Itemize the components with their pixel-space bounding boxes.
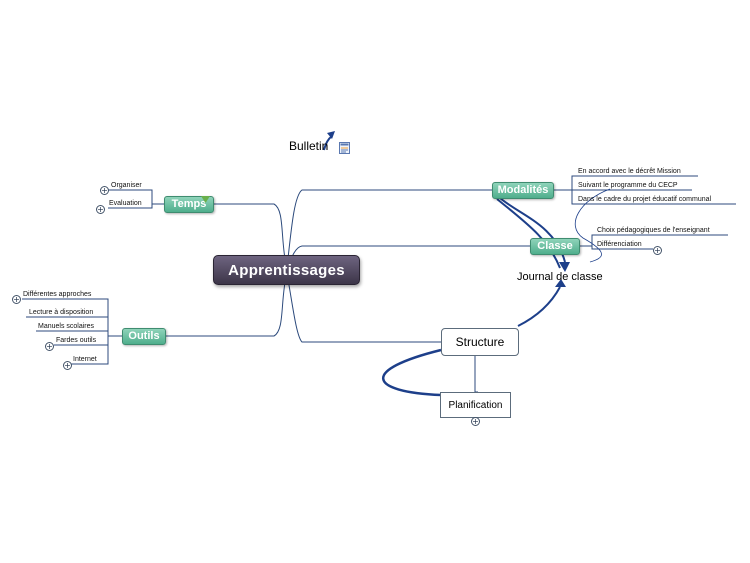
topic-modalites[interactable]: Modalités: [492, 182, 554, 199]
relation-structure-journal: [517, 286, 561, 327]
expand-icon[interactable]: +: [96, 205, 105, 214]
subtopic-choix-pedagogiques[interactable]: Choix pédagogiques de l'enseignant: [597, 227, 710, 234]
expand-icon[interactable]: +: [63, 361, 72, 370]
connector-modalites: [286, 189, 492, 269]
relation-structure-planification: [382, 348, 442, 397]
topic-structure[interactable]: Structure: [441, 328, 519, 356]
subtopic-manuels-scolaires[interactable]: Manuels scolaires: [38, 323, 95, 330]
floating-topic-journal[interactable]: Journal de classe: [517, 271, 603, 283]
subtopic-programme-cecp[interactable]: Suivant le programme du CECP: [578, 182, 678, 189]
subtopic-differentes-approches[interactable]: Différentes approches: [23, 291, 92, 298]
floating-topic-bulletin[interactable]: Bulletin: [289, 139, 329, 153]
subtopic-differenciation[interactable]: Différenciation: [597, 241, 642, 248]
arrowhead-journal-top: [559, 262, 570, 272]
expand-icon[interactable]: +: [12, 295, 21, 304]
central-topic[interactable]: Apprentissages: [213, 255, 360, 285]
subtopic-projet-educatif[interactable]: Dans le cadre du projet éducatif communa…: [578, 196, 712, 203]
topic-temps[interactable]: Temps: [164, 196, 214, 213]
subtopic-planification[interactable]: Planification: [440, 392, 511, 418]
expand-icon[interactable]: +: [471, 417, 480, 426]
subtopic-internet[interactable]: Internet: [73, 356, 97, 363]
expand-icon[interactable]: +: [653, 246, 662, 255]
topic-outils[interactable]: Outils: [122, 328, 166, 345]
subtopic-fardes-outils[interactable]: Fardes outils: [56, 337, 97, 344]
flag-icon: [201, 190, 210, 203]
subtopic-decret-mission[interactable]: En accord avec le décrêt Mission: [578, 168, 681, 175]
subtopic-organiser[interactable]: Organiser: [111, 182, 142, 189]
expand-icon[interactable]: +: [100, 186, 109, 195]
relation-modalites-journal-b: [496, 198, 561, 269]
arrowhead-bulletin: [327, 131, 335, 139]
note-icon[interactable]: [339, 141, 350, 154]
relation-modalites-classe-thin: [574, 188, 611, 263]
subtopic-lecture-disposition[interactable]: Lecture à disposition: [29, 309, 94, 316]
subtopic-evaluation[interactable]: Evaluation: [109, 200, 142, 207]
expand-icon[interactable]: +: [45, 342, 54, 351]
topic-classe[interactable]: Classe: [530, 238, 580, 255]
arrowhead-journal-bottom: [555, 279, 566, 287]
